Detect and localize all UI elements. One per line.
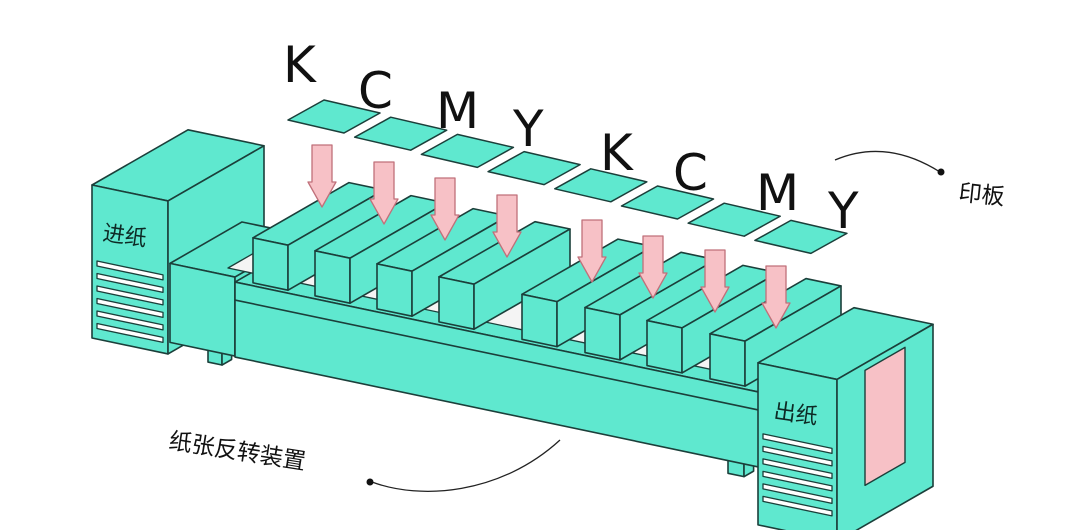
feed-out-vent-slat [762,495,833,517]
reverser-callout-dot [366,478,374,486]
letter-c-1: C [358,62,393,120]
machine-body [91,129,934,530]
beam-divider-line [234,299,761,412]
feed-in-connector-front [169,262,236,357]
letter-m-1: M [436,82,479,140]
down-arrow-8 [761,265,791,329]
printing-plate-5 [554,168,648,203]
print-head-6-front [584,306,621,361]
letter-k-2: K [600,124,634,182]
printing-plates [287,99,848,255]
print-head-7-front [646,319,683,374]
print-head-3-front [376,263,413,318]
plate-letters: K C M Y K C M Y [283,36,859,240]
printing-plate-6 [620,185,715,220]
feed-in-vent-slat [96,272,164,294]
feed-in-vent-slat [96,297,164,319]
printing-plate-8 [754,219,848,255]
printing-plate-7 [687,202,781,237]
down-arrow-7 [700,249,730,313]
down-arrow-1 [307,144,337,208]
letter-m-2: M [756,164,799,222]
feed-out-vent-slat [762,445,833,467]
plate-callout-line [834,150,941,173]
plate-callout-label: 印板 [957,180,1005,211]
reverser-callout-label: 纸张反转装置 [167,428,307,475]
feed-out-vent-slat [762,458,833,480]
down-arrow-5 [577,219,607,283]
feed-in-vent-slat [96,310,164,331]
feed-in-vent-slat [96,322,164,344]
feed-in-vent-slat [96,285,164,306]
plate-callout-dot [937,168,945,176]
feed-out-vent-slat [762,433,833,455]
printing-plate-4 [487,150,581,186]
feed-out-vent-slat [762,470,833,492]
print-head-5-front [521,293,558,348]
feed-in-label: 进纸 [101,221,148,252]
down-arrow-4 [492,194,522,258]
feed-in-vent-slat [96,260,164,281]
callout-lines [366,150,945,492]
feed-out-window [864,346,906,487]
printing-plate-1 [287,99,381,134]
letter-c-2: C [673,144,708,202]
down-arrow-3 [430,177,460,241]
feed-out-vent-slat [762,483,833,505]
print-head-4 [438,220,571,331]
printing-plate-3 [420,133,515,169]
feed-out-label: 出纸 [772,399,819,430]
print-head-1-front [252,237,289,291]
letter-k-1: K [283,36,317,94]
down-arrow-6 [638,235,668,299]
feed-out-unit [757,306,934,530]
letter-y-1: Y [512,100,544,158]
printing-plate-2 [353,116,448,151]
print-head-2-front [314,250,351,304]
plate-arrows [307,144,791,329]
letter-y-2: Y [827,182,859,240]
down-arrow-2 [369,161,399,225]
print-head-4-front [438,276,475,331]
print-head-8-front [709,332,746,387]
reverser-callout-line [371,439,561,492]
